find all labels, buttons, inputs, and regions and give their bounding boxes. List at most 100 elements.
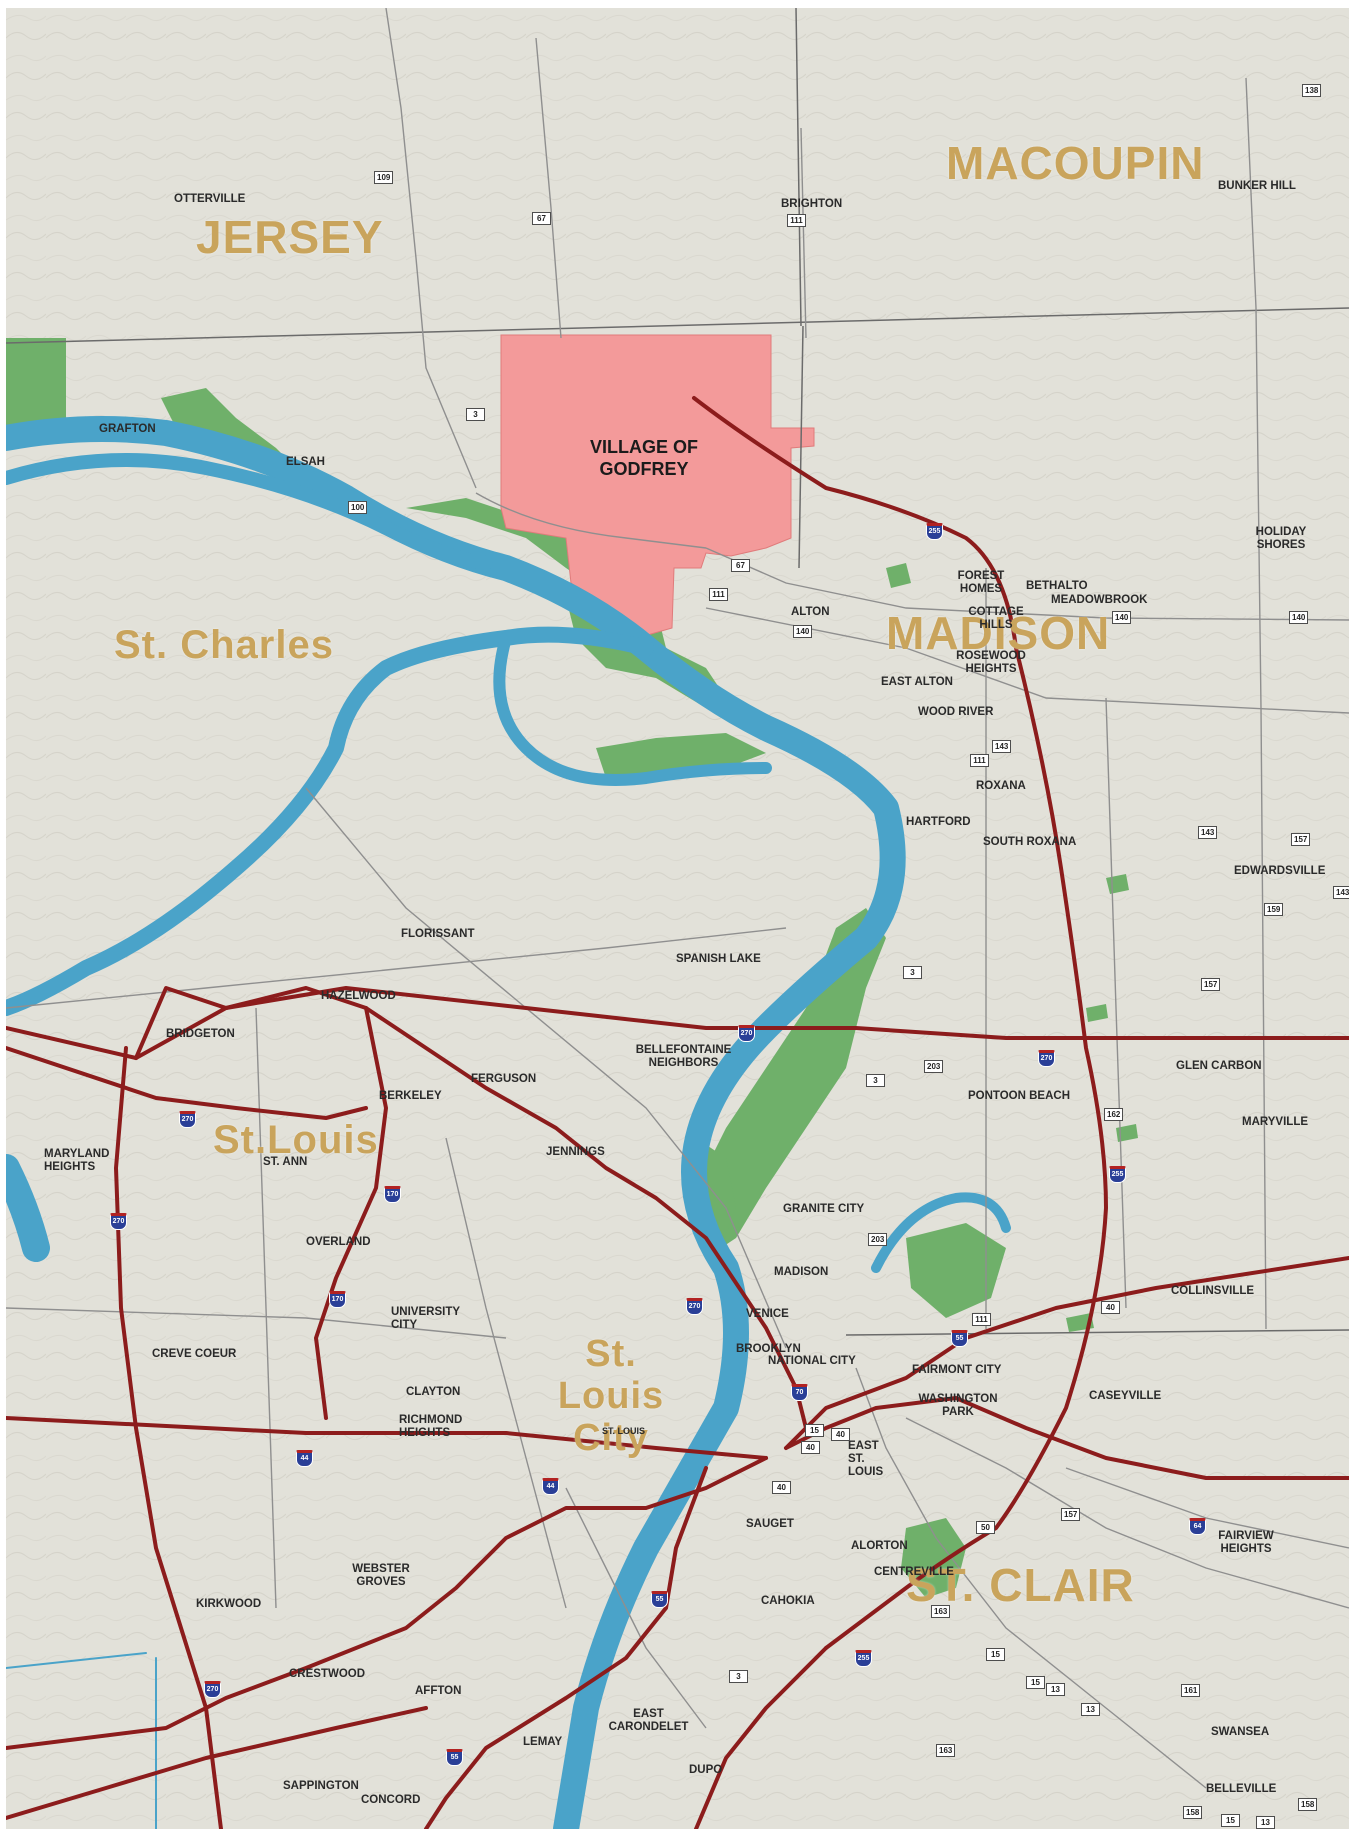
place-kirkwood: KIRKWOOD [196,1598,262,1610]
interstate-shield-icon: 270 [738,1025,755,1042]
route-shield-icon: 111 [787,214,806,227]
route-shield-icon: 111 [970,754,989,767]
interstate-shield-icon: 170 [329,1291,346,1308]
route-shield-icon: 161 [1181,1684,1201,1697]
place-swansea: SWANSEA [1211,1726,1270,1738]
place-bellefontaine-neighbors: BELLEFONTAINE NEIGHBORS [635,1044,732,1069]
route-shield-icon: 162 [1104,1108,1124,1121]
place-meadowbrook: MEADOWBROOK [1051,594,1148,606]
route-shield-icon: 3 [729,1670,748,1683]
place-granite-city: GRANITE CITY [783,1203,865,1215]
route-shield-icon: 3 [466,408,485,421]
route-shield-icon: 143 [1198,826,1218,839]
interstates[interactable] [6,396,1349,1829]
place-fairmont-city: FAIRMONT CITY [912,1364,1002,1376]
route-shield-icon: 67 [731,559,750,572]
route-shield-icon: 15 [1221,1814,1240,1827]
route-shield-icon: 3 [866,1074,885,1087]
place-affton: AFFTON [415,1685,462,1697]
place-webster-groves: WEBSTER GROVES [352,1563,410,1588]
place-east-alton: EAST ALTON [881,676,953,688]
route-shield-icon: 111 [972,1313,991,1326]
place-forest-homes: FOREST HOMES [957,570,1005,595]
place-bethalto: BETHALTO [1026,580,1088,592]
place-otterville: OTTERVILLE [174,193,246,205]
interstate-shield-icon: 255 [1109,1166,1126,1183]
place-glen-carbon: GLEN CARBON [1176,1060,1262,1072]
interstate-shield-icon: 55 [446,1749,463,1766]
place-maryville: MARYVILLE [1242,1116,1309,1128]
interstate-shield-icon: 44 [296,1450,313,1467]
place-washington-park: WASHINGTON PARK [918,1393,998,1418]
place-creve-coeur: CREVE COEUR [152,1348,237,1360]
route-shield-icon: 40 [1101,1301,1120,1314]
route-shield-icon: 140 [793,625,813,638]
interstate-shield-icon: 255 [855,1650,872,1667]
place-st-louis-downtown: ST. LOUIS [602,1426,646,1436]
map-canvas[interactable]: JERSEY MACOUPIN St. Charles MADISON St.L… [6,8,1349,1829]
route-shield-icon: 140 [1289,611,1309,624]
place-florissant: FLORISSANT [401,928,475,940]
place-maryland-heights: MARYLAND HEIGHTS [44,1148,110,1173]
place-bridgeton: BRIDGETON [166,1028,235,1040]
interstate-shield-icon: 270 [1038,1050,1055,1067]
place-wood-river: WOOD RIVER [918,706,994,718]
place-south-roxana: SOUTH ROXANA [983,836,1077,848]
place-university-city: UNIVERSITY CITY [391,1306,460,1331]
place-belleville: BELLEVILLE [1206,1783,1277,1795]
county-label-st-charles: St. Charles [114,623,334,667]
place-elsah: ELSAH [286,456,325,468]
county-label-macoupin: MACOUPIN [946,137,1205,189]
place-crestwood: CRESTWOOD [289,1668,366,1680]
county-label-st-louis-city: St. Louis City [557,1333,665,1459]
godfrey-boundary[interactable] [500,334,815,637]
place-caseyville: CASEYVILLE [1089,1390,1162,1402]
map-base-layer [6,8,1349,1829]
route-shield-icon: 13 [1046,1683,1065,1696]
route-shield-icon: 143 [1333,886,1349,899]
place-cahokia: CAHOKIA [761,1595,815,1607]
place-cottage-hills: COTTAGE HILLS [968,606,1024,631]
route-shield-icon: 138 [1302,84,1322,97]
route-shield-icon: 140 [1112,611,1132,624]
place-brighton: BRIGHTON [781,198,843,210]
village-of-godfrey-label: VILLAGE OF GODFREY [590,437,698,479]
route-shield-icon: 109 [374,171,394,184]
county-label-madison: MADISON [886,607,1111,659]
interstate-shield-icon: 70 [791,1384,808,1401]
route-shield-icon: 13 [1081,1703,1100,1716]
interstate-shield-icon: 55 [951,1330,968,1347]
route-shield-icon: 158 [1183,1806,1203,1819]
place-alton: ALTON [791,606,830,618]
place-sappington: SAPPINGTON [283,1780,359,1792]
route-shield-icon: 50 [976,1521,995,1534]
route-shield-icon: 158 [1298,1798,1318,1811]
route-shield-icon: 15 [805,1424,824,1437]
place-overland: OVERLAND [306,1236,371,1248]
place-hazelwood: HAZELWOOD [321,990,396,1002]
place-venice: VENICE [746,1308,789,1320]
interstate-shield-icon: 270 [179,1111,196,1128]
route-shield-icon: 15 [986,1648,1005,1661]
route-shield-icon: 40 [801,1441,820,1454]
route-shield-icon: 157 [1291,833,1311,846]
place-fairview-heights: FAIRVIEW HEIGHTS [1218,1530,1274,1555]
route-shield-icon: 203 [868,1233,888,1246]
interstate-shield-icon: 64 [1189,1518,1206,1535]
route-shield-icon: 163 [936,1744,956,1757]
route-shield-icon: 111 [709,588,728,601]
interstate-shield-icon: 55 [651,1591,668,1608]
rivers [6,416,1011,1829]
route-shield-icon: 67 [532,212,551,225]
terrain-relief [6,8,1349,1829]
place-brooklyn: BROOKLYN [736,1343,801,1355]
place-madison-city: MADISON [774,1266,829,1278]
route-shield-icon: 15 [1026,1676,1045,1689]
place-hartford: HARTFORD [906,816,971,828]
place-edwardsville: EDWARDSVILLE [1234,865,1326,877]
place-sauget: SAUGET [746,1518,794,1530]
county-label-st-clair: ST. CLAIR [906,1559,1135,1611]
place-st-ann: ST. ANN [263,1156,308,1168]
place-richmond-heights: RICHMOND HEIGHTS [399,1414,463,1439]
place-bunker-hill: BUNKER HILL [1218,180,1296,192]
